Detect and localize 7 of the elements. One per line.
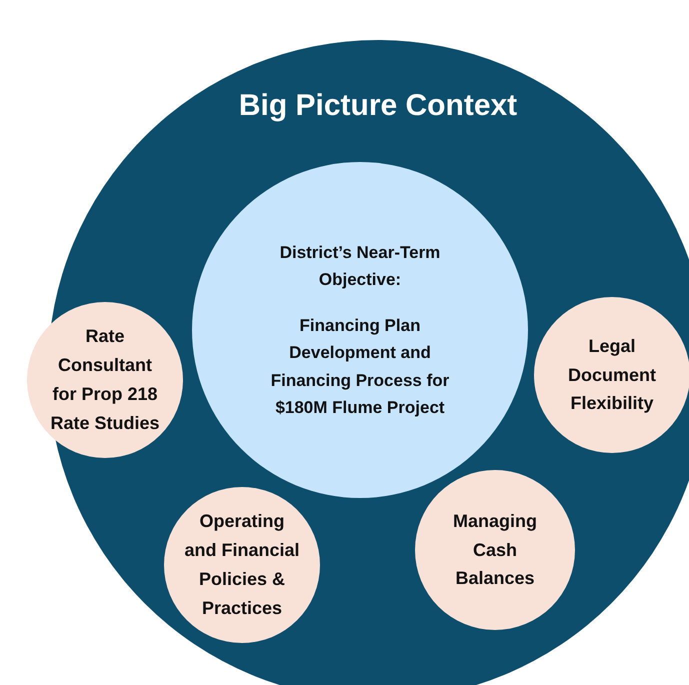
- topic-text: Managing Cash Balances: [452, 510, 538, 590]
- topic-text: Operating and Financial Policies & Practices: [183, 510, 301, 620]
- heading-text: Big Picture Context: [238, 88, 518, 124]
- topic-text: Rate Consultant for Prop 218 Rate Studies: [49, 325, 161, 435]
- topic-text: Legal Document Flexibility: [566, 334, 657, 416]
- objective-heading: District’s Near-Term Objective:: [278, 242, 442, 292]
- topic-text: Financing Plan Development and Financing Process for $180M Flume Project: [270, 315, 450, 419]
